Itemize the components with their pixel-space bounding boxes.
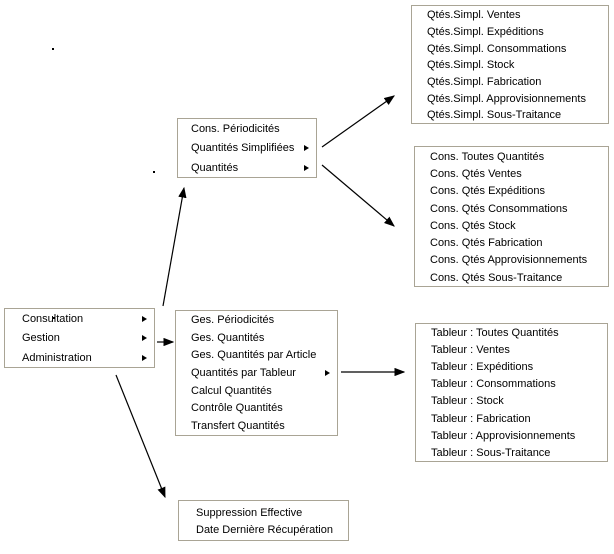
menu-item-cons-qtes-fabrication[interactable]: Cons. Qtés Fabrication [415, 234, 608, 251]
qtes-simplifiees-menu-box: Qtés.Simpl. Ventes Qtés.Simpl. Expéditio… [411, 5, 609, 124]
menu-item-label: Cons. Qtés Fabrication [430, 237, 543, 250]
menu-item-cons-qtes-sous-traitance[interactable]: Cons. Qtés Sous-Traitance [415, 269, 608, 286]
gestion-menu-box: Ges. Périodicités Ges. Quantités Ges. Qu… [175, 310, 338, 436]
arrow-quantites-simplifiees-to-qtes-simpl-box [321, 95, 395, 148]
menu-item-label: Gestion [22, 332, 60, 345]
menu-item-quantites-par-tableur[interactable]: Quantités par Tableur [176, 364, 337, 382]
menu-item-ges-quantites-par-article[interactable]: Ges. Quantités par Article [176, 346, 337, 364]
menu-item-cons-qtes-expeditions[interactable]: Cons. Qtés Expéditions [415, 183, 608, 200]
menu-item-tableur-sous-traitance[interactable]: Tableur : Sous-Traitance [416, 444, 607, 461]
menu-item-label: Qtés.Simpl. Consommations [427, 42, 567, 55]
menu-item-label: Cons. Qtés Sous-Traitance [430, 271, 563, 284]
menu-item-label: Cons. Périodicités [191, 122, 280, 135]
menu-item-controle-quantites[interactable]: Contrôle Quantités [176, 399, 337, 417]
menu-item-label: Cons. Qtés Ventes [430, 167, 522, 180]
menu-item-label: Contrôle Quantités [191, 402, 283, 415]
menu-item-label: Administration [22, 351, 92, 364]
menu-item-cons-qtes-ventes[interactable]: Cons. Qtés Ventes [415, 165, 608, 182]
menu-item-label: Quantités [191, 161, 239, 174]
menu-item-cons-qtes-stock[interactable]: Cons. Qtés Stock [415, 217, 608, 234]
menu-item-label: Qtés.Simpl. Fabrication [427, 76, 542, 89]
main-menu-box: Consultation Gestion Administration [4, 308, 155, 368]
menu-item-ges-quantites[interactable]: Ges. Quantités [176, 329, 337, 347]
arrow-main-to-consultation-menu [162, 186, 187, 307]
menu-item-label: Tableur : Expéditions [431, 360, 534, 373]
menu-item-tableur-toutes-quantites[interactable]: Tableur : Toutes Quantités [416, 324, 607, 341]
menu-item-tableur-fabrication[interactable]: Tableur : Fabrication [416, 410, 607, 427]
tableur-menu-box: Tableur : Toutes Quantités Tableur : Ven… [415, 323, 608, 462]
submenu-arrow-icon [304, 145, 309, 152]
menu-item-label: Qtés.Simpl. Sous-Traitance [427, 109, 562, 122]
menu-item-qtes-simpl-fabrication[interactable]: Qtés.Simpl. Fabrication [412, 74, 608, 91]
menu-item-qtes-simpl-consommations[interactable]: Qtés.Simpl. Consommations [412, 40, 608, 57]
menu-item-label: Tableur : Stock [431, 395, 504, 408]
menu-item-label: Transfert Quantités [191, 419, 285, 432]
menu-item-ges-periodicites[interactable]: Ges. Périodicités [176, 311, 337, 329]
menu-item-label: Ges. Périodicités [191, 313, 275, 326]
menu-item-label: Qtés.Simpl. Approvisionnements [427, 92, 586, 105]
menu-item-label: Tableur : Approvisionnements [431, 429, 576, 442]
menu-item-tableur-expeditions[interactable]: Tableur : Expéditions [416, 358, 607, 375]
menu-item-label: Cons. Qtés Consommations [430, 202, 568, 215]
menu-item-label: Ges. Quantités par Article [191, 349, 317, 362]
menu-item-label: Quantités par Tableur [191, 366, 296, 379]
submenu-arrow-icon [142, 354, 147, 361]
menu-item-label: Calcul Quantités [191, 384, 272, 397]
menu-item-label: Qtés.Simpl. Expéditions [427, 26, 544, 39]
menu-item-cons-qtes-approvisionnements[interactable]: Cons. Qtés Approvisionnements [415, 252, 608, 269]
menu-item-transfert-quantites[interactable]: Transfert Quantités [176, 417, 337, 435]
submenu-arrow-icon [325, 369, 330, 376]
menu-item-label: Cons. Qtés Expéditions [430, 185, 545, 198]
menu-item-cons-periodicites[interactable]: Cons. Périodicités [178, 119, 316, 139]
stray-dot [53, 317, 55, 319]
menu-item-label: Tableur : Sous-Traitance [431, 446, 551, 459]
menu-item-label: Quantités Simplifiées [191, 142, 295, 155]
submenu-arrow-icon [304, 164, 309, 171]
arrow-main-to-administration-box [115, 374, 166, 499]
menu-item-label: Cons. Qtés Stock [430, 219, 516, 232]
menu-item-label: Tableur : Fabrication [431, 412, 531, 425]
stray-dot [52, 48, 54, 50]
arrow-quantites-to-cons-quantites-box [321, 164, 395, 227]
menu-item-quantites-simplifiees[interactable]: Quantités Simplifiées [178, 139, 316, 159]
menu-item-label: Qtés.Simpl. Stock [427, 59, 515, 72]
submenu-arrow-icon [142, 315, 147, 322]
menu-item-qtes-simpl-stock[interactable]: Qtés.Simpl. Stock [412, 57, 608, 74]
submenu-arrow-icon [142, 335, 147, 342]
menu-item-qtes-simpl-approvisionnements[interactable]: Qtés.Simpl. Approvisionnements [412, 90, 608, 107]
menu-item-label: Tableur : Ventes [431, 343, 510, 356]
stray-dot [153, 171, 155, 173]
menu-item-label: Consultation [22, 313, 83, 325]
menu-item-label: Suppression Effective [196, 506, 303, 519]
consultation-menu-box: Cons. Périodicités Quantités Simplifiées… [177, 118, 317, 178]
menu-item-label: Cons. Toutes Quantités [430, 150, 545, 163]
menu-item-administration[interactable]: Administration [5, 348, 154, 368]
menu-item-label: Ges. Quantités [191, 331, 265, 344]
menu-item-qtes-simpl-sous-traitance[interactable]: Qtés.Simpl. Sous-Traitance [412, 107, 608, 124]
cons-quantites-menu-box: Cons. Toutes Quantités Cons. Qtés Ventes… [414, 146, 609, 287]
menu-item-label: Date Dernière Récupération [196, 523, 333, 536]
menu-item-date-derniere-recuperation[interactable]: Date Dernière Récupération [179, 521, 348, 538]
menu-item-consultation[interactable]: Consultation [5, 309, 154, 329]
administration-menu-box: Suppression Effective Date Dernière Récu… [178, 500, 349, 541]
menu-item-gestion[interactable]: Gestion [5, 329, 154, 349]
menu-item-label: Tableur : Consommations [431, 378, 556, 391]
menu-item-tableur-ventes[interactable]: Tableur : Ventes [416, 341, 607, 358]
menu-item-qtes-simpl-ventes[interactable]: Qtés.Simpl. Ventes [412, 7, 608, 24]
menu-item-quantites[interactable]: Quantités [178, 158, 316, 178]
menu-item-label: Qtés.Simpl. Ventes [427, 9, 521, 22]
menu-item-suppression-effective[interactable]: Suppression Effective [179, 504, 348, 521]
menu-item-cons-qtes-consommations[interactable]: Cons. Qtés Consommations [415, 200, 608, 217]
menu-item-tableur-stock[interactable]: Tableur : Stock [416, 393, 607, 410]
menu-item-tableur-consommations[interactable]: Tableur : Consommations [416, 376, 607, 393]
menu-item-tableur-approvisionnements[interactable]: Tableur : Approvisionnements [416, 427, 607, 444]
menu-item-label: Tableur : Toutes Quantités [431, 326, 559, 339]
menu-item-calcul-quantites[interactable]: Calcul Quantités [176, 382, 337, 400]
menu-item-qtes-simpl-expeditions[interactable]: Qtés.Simpl. Expéditions [412, 24, 608, 41]
menu-item-label: Cons. Qtés Approvisionnements [430, 254, 588, 267]
menu-item-cons-toutes-quantites[interactable]: Cons. Toutes Quantités [415, 148, 608, 165]
